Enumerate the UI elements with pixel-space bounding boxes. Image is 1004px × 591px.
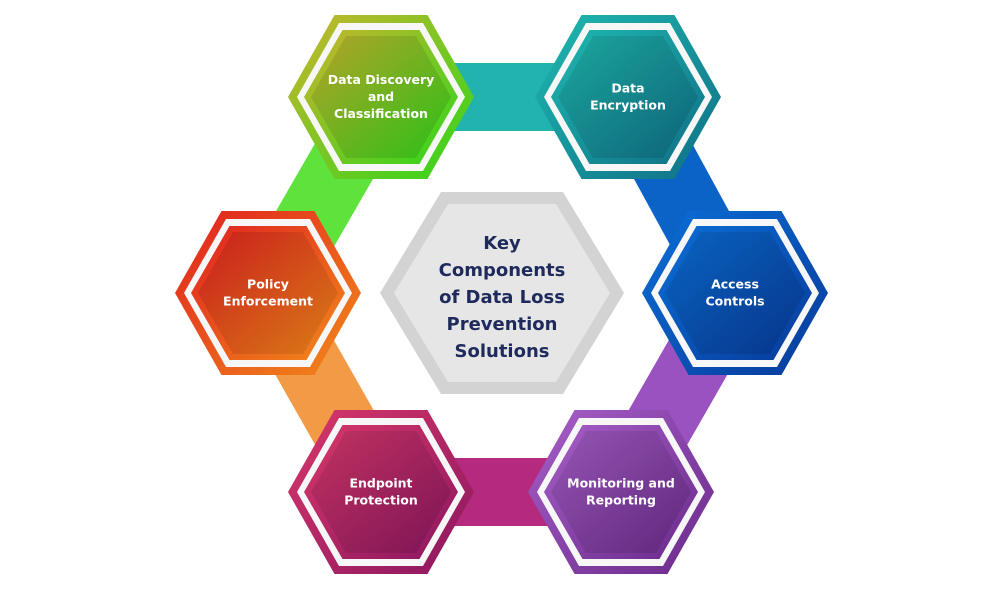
hexagon-fill bbox=[551, 431, 691, 553]
component-label: Monitoring and bbox=[567, 476, 675, 491]
center-title-line: of Data Loss bbox=[439, 287, 565, 308]
center-title-line: Solutions bbox=[455, 341, 550, 362]
component-label: Access bbox=[711, 277, 759, 292]
component-label: Reporting bbox=[586, 493, 656, 508]
hexagon-fill bbox=[198, 232, 338, 354]
component-label: Endpoint bbox=[349, 476, 412, 491]
hexagon-fill bbox=[558, 36, 698, 158]
center-title-line: Prevention bbox=[447, 314, 558, 335]
hexagon-fill bbox=[311, 431, 451, 553]
component-label: Data bbox=[611, 81, 644, 96]
center-title-line: Key bbox=[483, 233, 521, 254]
hexagon-fill bbox=[665, 232, 805, 354]
component-label: Classification bbox=[334, 106, 428, 121]
center-hexagon: Key Components of Data Loss Prevention S… bbox=[380, 192, 624, 394]
center-title-line: Components bbox=[439, 260, 566, 281]
component-label: and bbox=[368, 89, 394, 104]
component-label: Enforcement bbox=[223, 294, 313, 309]
component-label: Encryption bbox=[590, 98, 666, 113]
component-label: Data Discovery bbox=[328, 72, 435, 87]
component-label: Policy bbox=[247, 277, 289, 292]
component-label: Protection bbox=[344, 493, 418, 508]
hexagon-fill bbox=[311, 36, 451, 158]
component-label: Controls bbox=[705, 294, 764, 309]
